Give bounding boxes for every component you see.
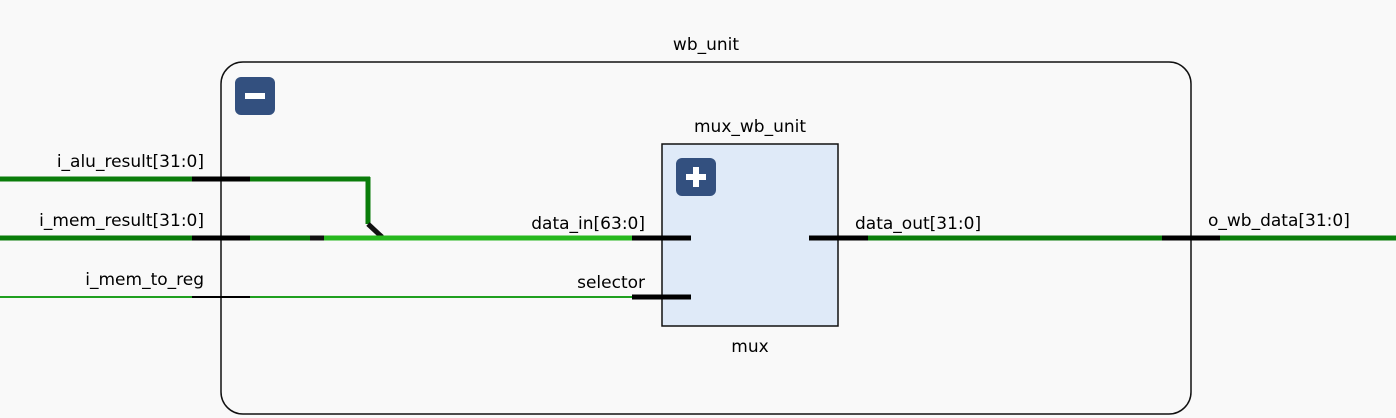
mux-block[interactable] [661,143,839,327]
port-label-mem-result: i_mem_result[31:0] [39,211,204,231]
mux-cell-type: mux [731,337,768,357]
wb-unit-title: wb_unit [673,35,739,55]
mux-instance-name: mux_wb_unit [694,117,806,137]
expand-button[interactable] [676,158,716,196]
collapse-button[interactable] [235,77,275,115]
net-alu-result[interactable] [0,176,384,239]
port-label-wb-data: o_wb_data[31:0] [1208,211,1350,231]
pin-label-data-in: data_in[63:0] [531,214,645,234]
pin-label-data-out: data_out[31:0] [855,214,981,234]
pin-label-selector: selector [577,273,645,293]
port-label-mem-to-reg: i_mem_to_reg [85,270,204,290]
port-label-alu-result: i_alu_result[31:0] [57,152,204,172]
plus-icon [686,167,706,187]
minus-icon [245,93,265,99]
